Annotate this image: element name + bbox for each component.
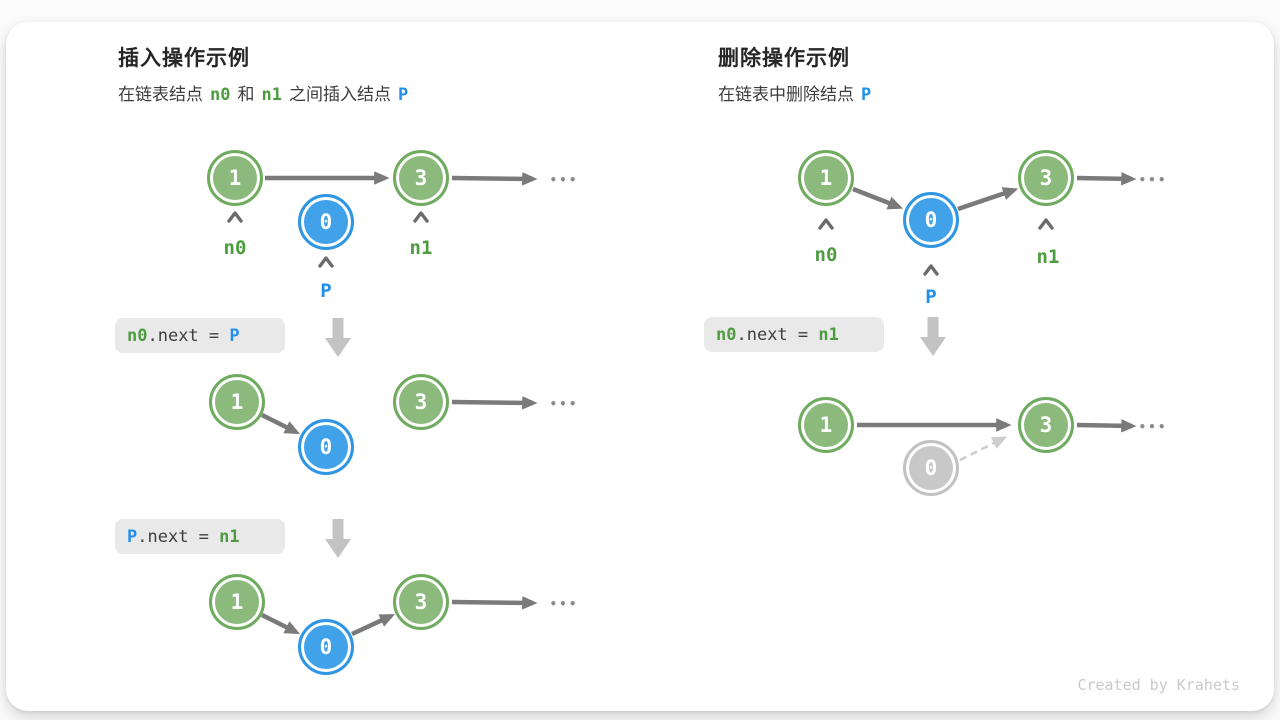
pointer-label-p: P: [320, 280, 332, 302]
node-p: 0: [298, 619, 354, 675]
node-1: 1: [798, 397, 854, 453]
canvas-card: [6, 22, 1274, 711]
node-p: 0: [298, 194, 354, 250]
ellipsis: •••: [549, 173, 579, 187]
insert-panel-subtitle: 在链表结点 n0 和 n1 之间插入结点 P: [118, 80, 415, 105]
pointer-label-n0: n0: [223, 237, 247, 259]
node-3: 3: [393, 150, 449, 206]
code-rhs: n1: [219, 526, 240, 547]
ellipsis: •••: [549, 597, 579, 611]
node-1: 1: [209, 574, 265, 630]
node-1: 1: [798, 150, 854, 206]
insert-panel-title: 插入操作示例: [118, 46, 250, 70]
subtitle-text: 在链表结点: [118, 85, 203, 105]
node-1: 1: [209, 374, 265, 430]
delete-panel-subtitle: 在链表中删除结点 P: [718, 80, 878, 105]
pointer-label-n1: n1: [409, 237, 433, 259]
code-op: .next =: [147, 325, 230, 346]
node-ref-n1: n1: [261, 85, 282, 105]
ellipsis: •••: [1138, 173, 1168, 187]
credit-text: Created by Krahets: [1077, 676, 1240, 694]
subtitle-text: 和: [237, 85, 255, 105]
node-1: 1: [207, 150, 263, 206]
node-3: 3: [393, 374, 449, 430]
code-step-2: P.next = n1: [115, 519, 285, 554]
node-p: 0: [903, 192, 959, 248]
pointer-label-p: P: [925, 286, 937, 308]
code-op: .next =: [736, 324, 819, 345]
node-ref-p: P: [397, 85, 409, 105]
node-3: 3: [393, 574, 449, 630]
pointer-label-n1: n1: [1036, 246, 1060, 268]
code-rhs: n1: [818, 324, 839, 345]
code-lhs: P: [127, 526, 138, 547]
code-lhs: n0: [127, 325, 148, 346]
code-step-1: n0.next = P: [115, 318, 285, 353]
node-3: 3: [1018, 150, 1074, 206]
subtitle-text: 之间插入结点: [288, 85, 391, 105]
node-ref-n0: n0: [210, 85, 231, 105]
code-rhs: P: [229, 325, 240, 346]
pointer-label-n0: n0: [814, 244, 838, 266]
node-ref-p: P: [861, 85, 872, 105]
ellipsis: •••: [1138, 420, 1168, 434]
delete-panel-title: 删除操作示例: [718, 46, 850, 70]
node-3: 3: [1018, 397, 1074, 453]
node-p: 0: [298, 419, 354, 475]
code-op: .next =: [137, 526, 220, 547]
node-p-removed: 0: [903, 440, 959, 496]
code-lhs: n0: [716, 324, 737, 345]
subtitle-text: 在链表中删除结点: [718, 85, 854, 105]
ellipsis: •••: [549, 397, 579, 411]
code-step-1: n0.next = n1: [704, 317, 884, 352]
